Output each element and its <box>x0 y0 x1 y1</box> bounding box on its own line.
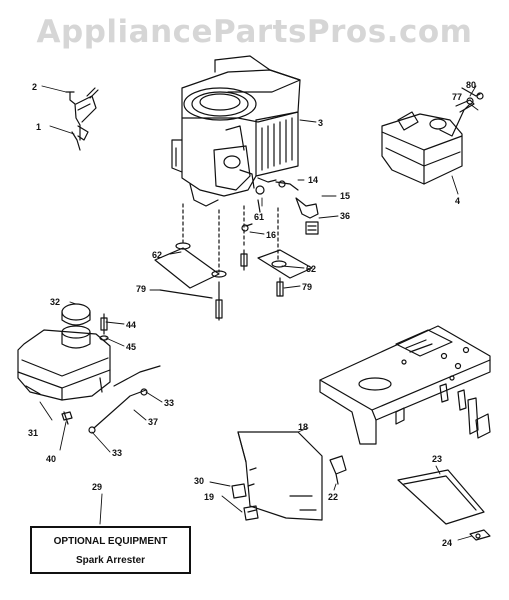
callout-22: 22 <box>328 492 338 502</box>
callout-33-upper: 33 <box>164 398 174 408</box>
engine-part <box>171 55 319 219</box>
callout-numbers: 1 2 3 4 14 15 16 36 61 62 62 79 79 77 80… <box>28 80 476 548</box>
callout-32: 32 <box>50 297 60 307</box>
engine-mount-hardware <box>154 199 313 321</box>
fuel-tank-lower-part <box>17 303 161 434</box>
throttle-control-part <box>65 87 99 151</box>
fitting-part <box>305 221 319 235</box>
callout-3: 3 <box>318 118 323 128</box>
callout-36: 36 <box>340 211 350 221</box>
callout-1: 1 <box>36 122 41 132</box>
callout-45: 45 <box>126 342 136 352</box>
callout-79-right: 79 <box>302 282 312 292</box>
clip-parts <box>231 483 259 521</box>
chassis-plate-part <box>319 325 491 445</box>
callout-80: 80 <box>466 80 476 90</box>
callout-2: 2 <box>32 82 37 92</box>
callout-23: 23 <box>432 454 442 464</box>
callout-15: 15 <box>340 191 350 201</box>
callout-79-left: 79 <box>136 284 146 294</box>
callout-44: 44 <box>126 320 136 330</box>
callout-62-right: 62 <box>306 264 316 274</box>
heat-shield-part <box>237 431 347 521</box>
callout-40: 40 <box>46 454 56 464</box>
callout-77: 77 <box>452 92 462 102</box>
leader-lines <box>39 85 479 541</box>
callout-33-lower: 33 <box>112 448 122 458</box>
optional-equipment-title: OPTIONAL EQUIPMENT <box>53 536 168 547</box>
callout-29: 29 <box>92 482 102 492</box>
callout-61: 61 <box>254 212 264 222</box>
callout-18: 18 <box>298 422 308 432</box>
spark-arrester-label: Spark Arrester <box>75 555 146 566</box>
callout-37: 37 <box>148 417 158 427</box>
callout-31: 31 <box>28 428 38 438</box>
callout-14: 14 <box>308 175 318 185</box>
callout-62-left: 62 <box>152 250 162 260</box>
optional-equipment-box: OPTIONAL EQUIPMENT Spark Arrester <box>30 526 191 574</box>
fuel-tank-upper-part <box>381 87 484 185</box>
callout-4: 4 <box>455 196 460 206</box>
callout-30: 30 <box>194 476 204 486</box>
bracket-plate-part <box>397 469 491 541</box>
watermark: AppliancePartsPros.com <box>36 14 473 50</box>
callout-16: 16 <box>266 230 276 240</box>
callout-24: 24 <box>442 538 452 548</box>
callout-19: 19 <box>204 492 214 502</box>
